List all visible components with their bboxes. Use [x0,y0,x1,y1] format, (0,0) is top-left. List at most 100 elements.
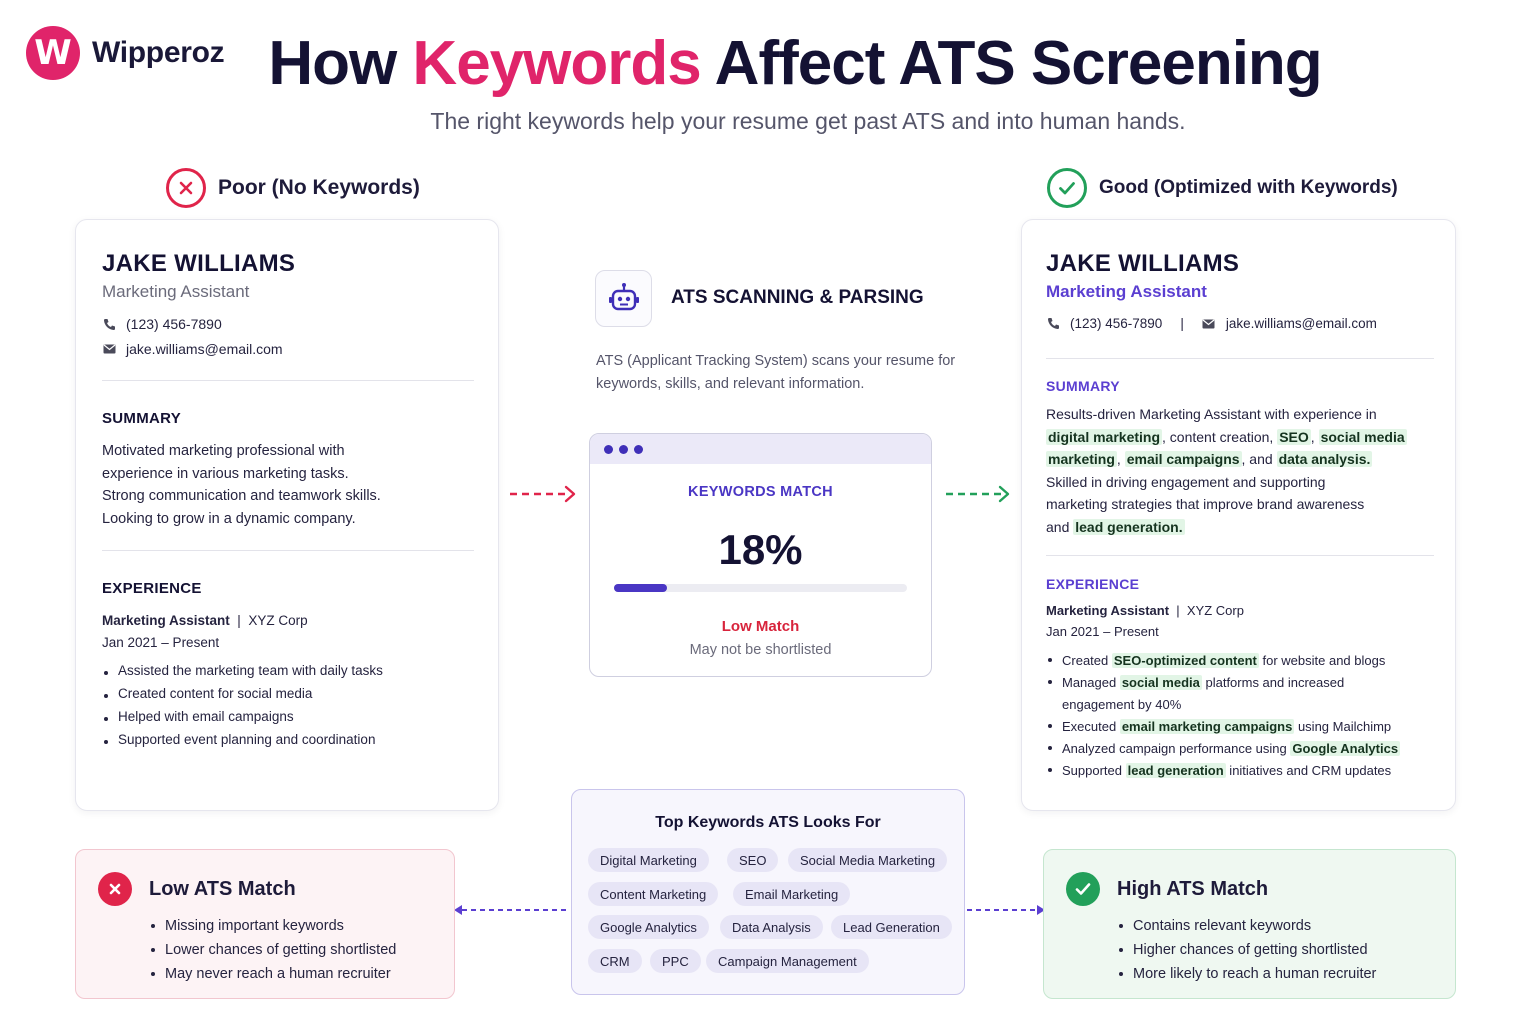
resume-role: Marketing Assistant [1046,282,1207,301]
keyword-highlight: lead generation. [1073,518,1185,535]
list-item: Contains relevant keywords [1117,914,1376,938]
high-ats-match-card: High ATS Match Contains relevant keyword… [1043,849,1456,999]
list-item: Lower chances of getting shortlisted [149,938,396,962]
window-dot-icon [604,444,613,454]
list-item: Helped with email campaigns [102,709,383,724]
list-item: May never reach a human recruiter [149,962,396,986]
keyword-chip[interactable]: Email Marketing [733,882,851,906]
match-progress-bar [614,584,907,592]
logo-mark-icon: W [26,26,80,80]
keyword-chip[interactable]: CRM [588,949,642,973]
keyword-highlight: email campaigns [1124,451,1242,467]
arrow-to-scanner-icon [510,485,576,503]
keyword-chip[interactable]: Google Analytics [588,915,709,939]
summary-label: SUMMARY [102,410,182,427]
keywords-match-window: KEYWORDS MATCH 18% Low Match May not be … [589,433,932,677]
low-match-title: Low ATS Match [149,878,296,900]
x-circle-icon [166,168,206,208]
job-dates: Jan 2021 – Present [1046,624,1159,639]
match-value: 18% [718,526,803,573]
arrow-to-high-match-icon [967,905,1045,915]
top-keywords-box: Top Keywords ATS Looks For Digital Marke… [571,789,965,995]
divider [1046,358,1434,359]
phone-row: (123) 456-7890 [102,316,222,332]
high-match-list: Contains relevant keywords Higher chance… [1117,914,1376,986]
keyword-chip[interactable]: PPC [650,949,701,973]
divider [102,550,474,551]
window-titlebar [590,434,931,464]
list-item: Managed social media platforms and incre… [1046,672,1446,716]
keyword-chip[interactable]: Data Analysis [720,915,823,939]
resume-role: Marketing Assistant [102,282,250,301]
keywords-title: Top Keywords ATS Looks For [655,814,881,831]
job-dates: Jan 2021 – Present [102,635,220,650]
experience-list: Assisted the marketing team with daily t… [102,663,383,747]
match-progress-fill [614,584,667,592]
list-item: Assisted the marketing team with daily t… [102,663,383,678]
summary-text: Motivated marketing professional with ex… [102,443,381,527]
keyword-chip[interactable]: Social Media Marketing [788,848,948,872]
experience-list: Created SEO-optimized content for websit… [1046,650,1446,782]
match-status: Low Match [721,618,800,635]
job-title-line: Marketing Assistant | XYZ Corp [102,613,308,628]
high-match-title: High ATS Match [1117,878,1269,900]
keyword-chip[interactable]: Content Marketing [588,882,719,906]
resume-name: JAKE WILLIAMS [1046,250,1240,277]
phone-icon [102,317,116,331]
summary-text: Results-driven Marketing Assistant with … [1046,406,1407,535]
low-match-list: Missing important keywords Lower chances… [149,914,396,986]
scan-description: ATS (Applicant Tracking System) scans yo… [596,353,956,392]
good-heading: Good (Optimized with Keywords) [1047,168,1398,208]
separator: | [1180,316,1184,331]
low-ats-match-card: Low ATS Match Missing important keywords… [75,849,455,999]
keyword-chip[interactable]: SEO [727,848,779,872]
phone-text: (123) 456-7890 [1070,316,1163,331]
experience-label: EXPERIENCE [102,580,202,597]
list-item: Executed email marketing campaigns using… [1046,716,1446,738]
list-item: Supported event planning and coordinatio… [102,732,383,747]
email-link[interactable]: jake.williams@email.com [1225,316,1377,331]
mail-icon [1202,317,1216,331]
scan-title: ATS SCANNING & PARSING [671,287,924,308]
match-note: May not be shortlisted [689,642,832,658]
keyword-highlight: marketing [1046,451,1117,467]
phone-text: (123) 456-7890 [126,316,222,332]
divider [102,380,474,381]
keyword-chip[interactable]: Campaign Management [706,949,869,973]
page-title: How Keywords Affect ATS Screening [268,29,1322,98]
job-title-line: Marketing Assistant | XYZ Corp [1046,603,1244,618]
email-link[interactable]: jake.williams@email.com [126,341,283,357]
list-item: Missing important keywords [149,914,396,938]
check-circle-icon [1047,168,1087,208]
window-dot-icon [634,444,643,454]
brand-name: Wipperoz [92,36,225,69]
match-label: KEYWORDS MATCH [688,484,833,500]
list-item: Analyzed campaign performance using Goog… [1046,738,1446,760]
keyword-highlight: digital marketing [1046,428,1163,445]
list-item: Created SEO-optimized content for websit… [1046,650,1446,672]
poor-heading: Poor (No Keywords) [166,168,420,208]
email-row: jake.williams@email.com [102,341,283,357]
brand-logo[interactable]: W Wipperoz [26,26,225,80]
keyword-highlight: data analysis. [1276,451,1373,467]
poor-resume-card: JAKE WILLIAMS Marketing Assistant (123) … [75,219,499,811]
summary-label: SUMMARY [1046,378,1120,394]
divider [1046,555,1434,556]
keyword-chip[interactable]: Digital Marketing [588,848,709,872]
page-subtitle: The right keywords help your resume get … [430,108,1186,134]
x-circle-icon [98,872,132,906]
list-item: Supported lead generation initiatives an… [1046,760,1446,782]
contact-row: (123) 456-7890 | jake.williams@email.com [1046,316,1377,331]
keyword-chip[interactable]: Lead Generation [831,915,952,939]
good-resume-card: JAKE WILLIAMS Marketing Assistant (123) … [1021,219,1456,811]
phone-icon [1046,317,1060,331]
keyword-highlight: social media [1318,428,1407,445]
arrow-to-good-resume-icon [946,485,1010,503]
keyword-highlight: SEO [1277,428,1311,445]
check-circle-icon [1066,872,1100,906]
arrow-to-low-match-icon [454,905,570,915]
list-item: Higher chances of getting shortlisted [1117,938,1376,962]
robot-icon-box [595,270,652,327]
resume-name: JAKE WILLIAMS [102,250,296,277]
list-item: Created content for social media [102,686,383,701]
